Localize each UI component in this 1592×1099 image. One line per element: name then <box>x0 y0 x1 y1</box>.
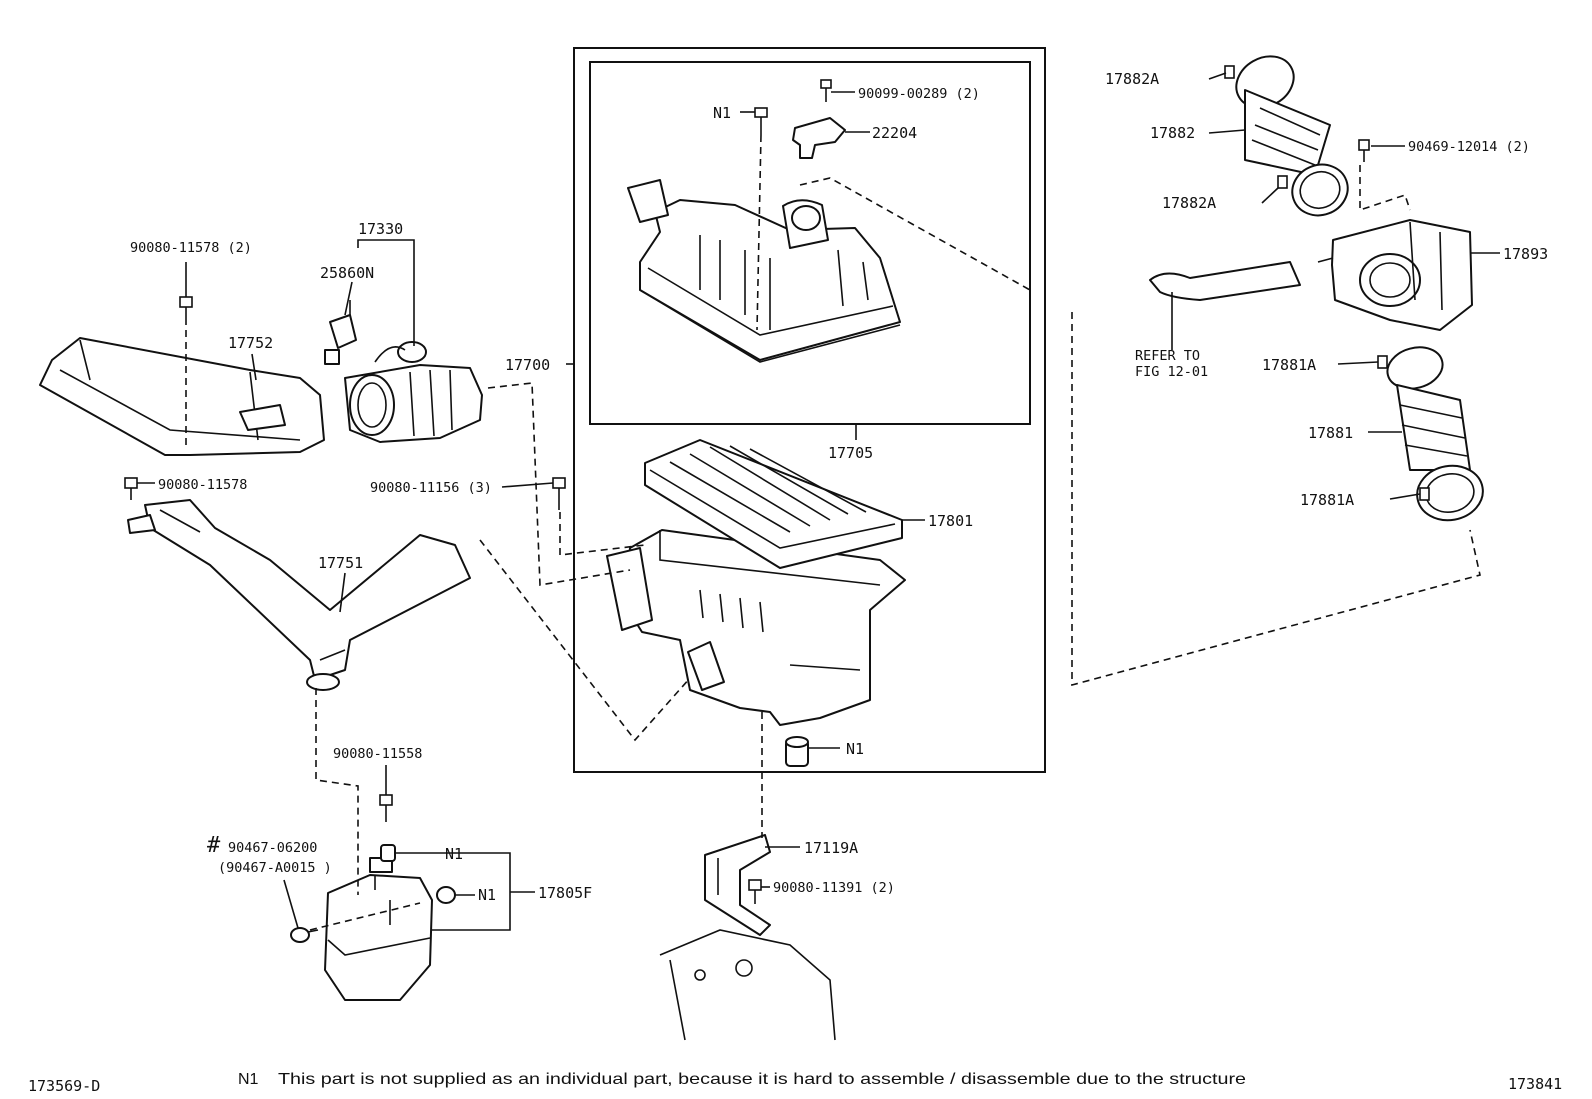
bracket-17119A-drawing <box>704 834 771 936</box>
label-17705: 17705 <box>828 444 873 462</box>
part-labels: 17882A 17882 17882A 90469-12014 (2) 1789… <box>130 70 1548 904</box>
label-refer-line1: REFER TO <box>1135 348 1200 364</box>
bolt-90080-11578-2-drawing <box>179 296 193 318</box>
label-17801: 17801 <box>928 512 973 530</box>
resonator-17330-drawing <box>344 341 483 443</box>
vacuum-switching-valve-drawing <box>324 300 357 365</box>
label-17881: 17881 <box>1308 424 1353 442</box>
bolt-90080-11391-drawing <box>748 879 762 904</box>
label-90467-A0015: (90467-A0015 ) <box>218 860 332 876</box>
label-N1-mid: N1 <box>846 740 864 758</box>
label-90080-11558: 90080-11558 <box>333 746 422 762</box>
footer-right-code: 173841 <box>1508 1075 1562 1093</box>
label-17751: 17751 <box>318 554 363 572</box>
label-17882A-top: 17882A <box>1105 70 1159 88</box>
grommet-drawing <box>785 736 809 767</box>
label-17805F: 17805F <box>538 884 592 902</box>
label-17882: 17882 <box>1150 124 1195 142</box>
label-17119A: 17119A <box>804 839 858 857</box>
bolt-90080-11578-drawing <box>124 477 138 500</box>
footer-note-key: N1 <box>238 1071 259 1088</box>
grommets-17805F-drawing <box>380 844 456 904</box>
label-17881A-bottom: 17881A <box>1300 491 1354 509</box>
label-90080-11391: 90080-11391 (2) <box>773 880 895 896</box>
air-cleaner-cap-drawing <box>627 179 901 363</box>
resonator-17805F-drawing <box>324 857 433 1001</box>
air-duct-17752-drawing <box>39 337 325 456</box>
bolt-90080-11558-drawing <box>379 794 393 822</box>
breather-hose-drawing <box>1149 261 1301 350</box>
air-cleaner-case-drawing <box>606 529 906 726</box>
assembly-frame-17705 <box>589 61 1031 425</box>
label-17881A-top: 17881A <box>1262 356 1316 374</box>
air-filter-element-drawing <box>644 439 903 569</box>
inlet-duct-17751-drawing <box>127 499 471 691</box>
label-17893: 17893 <box>1503 245 1548 263</box>
bolt-90080-11156-drawing <box>552 477 566 510</box>
leader-lines <box>137 72 1500 931</box>
label-25860N: 25860N <box>320 264 374 282</box>
assembly-frame-17700 <box>573 47 1046 773</box>
footer-left-code: 173569-D <box>28 1077 100 1095</box>
label-22204: 22204 <box>872 124 917 142</box>
label-90469-12014: 90469-12014 (2) <box>1408 139 1530 155</box>
label-90467-06200: 90467-06200 <box>228 840 317 856</box>
label-hash: # <box>207 833 221 858</box>
label-N1-top: N1 <box>713 104 731 122</box>
label-refer-line2: FIG 12-01 <box>1135 364 1208 380</box>
hose-17882-drawing <box>1224 55 1349 217</box>
label-90080-11578-2: 90080-11578 (2) <box>130 240 252 256</box>
body-panel-drawing <box>659 929 836 1041</box>
footer: 173569-D N1 This part is not supplied as… <box>28 1071 1562 1095</box>
label-90080-11156: 90080-11156 (3) <box>370 480 492 496</box>
label-17752: 17752 <box>228 334 273 352</box>
air-flow-meter-drawing <box>754 79 846 159</box>
hose-17881-drawing <box>1377 346 1484 522</box>
label-N1-b: N1 <box>478 886 496 904</box>
resonator-17893-drawing <box>1317 139 1473 331</box>
clip-90467-drawing <box>290 927 319 943</box>
assembly-dashed-lines <box>185 134 1481 931</box>
label-17700: 17700 <box>505 356 550 374</box>
label-90080-11578: 90080-11578 <box>158 477 247 493</box>
label-17882A-bottom: 17882A <box>1162 194 1216 212</box>
footer-note-text: This part is not supplied as an individu… <box>278 1071 1246 1088</box>
label-90099-00289: 90099-00289 (2) <box>858 86 980 102</box>
label-17330: 17330 <box>358 220 403 238</box>
label-N1-a: N1 <box>445 845 463 863</box>
